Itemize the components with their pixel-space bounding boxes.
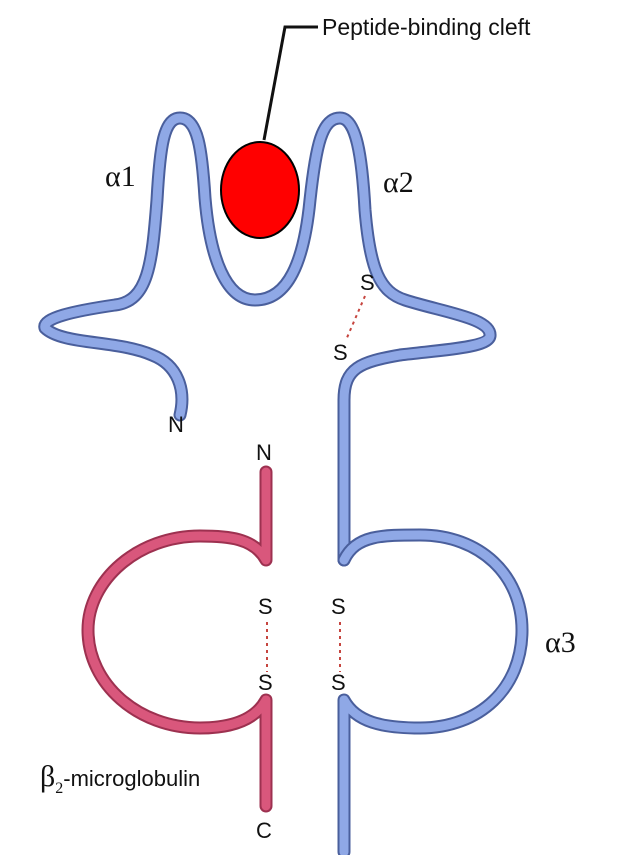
sulfur-label-alpha2-bottom: S — [333, 340, 348, 365]
sulfur-label-alpha2-top: S — [360, 270, 375, 295]
alpha1-label: α1 — [105, 160, 136, 193]
sulfur-label-b2m-top: S — [258, 594, 273, 619]
heavy-chain-n-terminus-label: N — [168, 412, 184, 437]
peptide-circle — [221, 142, 299, 238]
b2m-c-terminus-label: C — [256, 818, 272, 843]
disulfide-bond-alpha2 — [346, 296, 365, 340]
cleft-label: Peptide-binding cleft — [322, 14, 531, 40]
b2m-label-subscript: 2 — [55, 780, 63, 797]
sulfur-label-alpha3-bottom: S — [331, 670, 346, 695]
b2m-label-beta: β — [40, 760, 55, 793]
alpha3-label: α3 — [545, 626, 576, 659]
b2m-n-terminus-label: N — [256, 440, 272, 465]
b2m-label: β2-microglobulin — [40, 760, 200, 797]
cleft-leader-line — [264, 27, 318, 140]
sulfur-label-b2m-bottom: S — [258, 670, 273, 695]
alpha3-domain — [344, 535, 522, 852]
alpha2-label: α2 — [383, 166, 414, 199]
b2m-label-text: -microglobulin — [63, 766, 200, 791]
sulfur-label-alpha3-top: S — [331, 594, 346, 619]
beta2-microglobulin-chain — [88, 472, 266, 806]
